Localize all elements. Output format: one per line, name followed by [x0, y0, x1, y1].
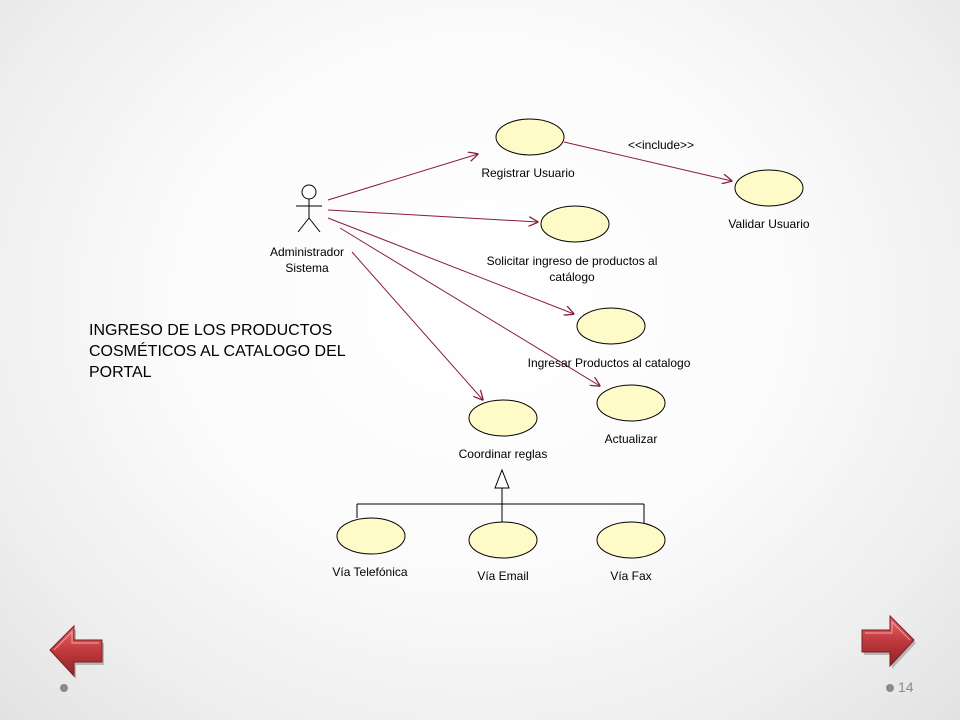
use-case-label: Coordinar reglas — [459, 447, 548, 461]
use-case-coordinar-reglas: Coordinar reglas — [459, 399, 548, 461]
slide-title: INGRESO DE LOS PRODUCTOS COSMÉTICOS AL C… — [89, 322, 346, 381]
use-case-solicitar-ingreso: Solicitar ingreso de productos al catálo… — [487, 205, 658, 284]
assoc-ingresar-productos — [327, 217, 574, 314]
actor-label-line2: Sistema — [285, 261, 329, 275]
use-case-label: Vía Fax — [610, 569, 651, 583]
use-case-label: Ingresar Productos al catalogo — [528, 356, 691, 370]
use-case-label-line1: Solicitar ingreso de productos al — [487, 254, 658, 268]
left-arrow-icon — [49, 624, 104, 679]
footer-dot-left — [60, 684, 68, 692]
use-case-label: Validar Usuario — [728, 217, 809, 231]
actor-label-line1: Administrador — [270, 245, 344, 259]
assoc-registrar-usuario — [327, 154, 478, 201]
assoc-coordinar-reglas — [351, 251, 483, 400]
next-slide-button[interactable] — [860, 612, 916, 672]
use-case-label: Registrar Usuario — [481, 166, 575, 180]
actor-head-icon — [301, 184, 317, 200]
previous-slide-button[interactable] — [48, 622, 104, 682]
generalization-triangle-icon — [494, 468, 510, 489]
associations — [327, 141, 732, 400]
use-case-via-fax: Vía Fax — [596, 521, 666, 583]
actor-administrador: Administrador Sistema — [270, 184, 344, 275]
footer-dot-right — [886, 684, 894, 692]
use-case-label: Vía Telefónica — [332, 565, 407, 579]
include-relationship — [563, 141, 732, 181]
page-number: 14 — [898, 679, 914, 695]
assoc-solicitar-ingreso — [327, 209, 538, 222]
use-case-validar-usuario: Validar Usuario — [728, 169, 810, 231]
use-case-label: Vía Email — [477, 569, 528, 583]
use-case-label: Actualizar — [605, 432, 658, 446]
use-case-registrar-usuario: Registrar Usuario — [481, 118, 575, 180]
use-case-via-email: Vía Email — [468, 521, 538, 583]
include-stereotype-label: <<include>> — [628, 138, 694, 152]
assoc-actualizar — [339, 227, 600, 386]
use-case-ingresar-productos: Ingresar Productos al catalogo — [528, 307, 691, 370]
right-arrow-icon — [861, 614, 916, 669]
use-case-label-line2: catálogo — [549, 270, 595, 284]
use-case-actualizar: Actualizar — [596, 384, 666, 446]
use-case-via-telefonica: Vía Telefónica — [332, 517, 408, 579]
generalization — [356, 468, 645, 524]
